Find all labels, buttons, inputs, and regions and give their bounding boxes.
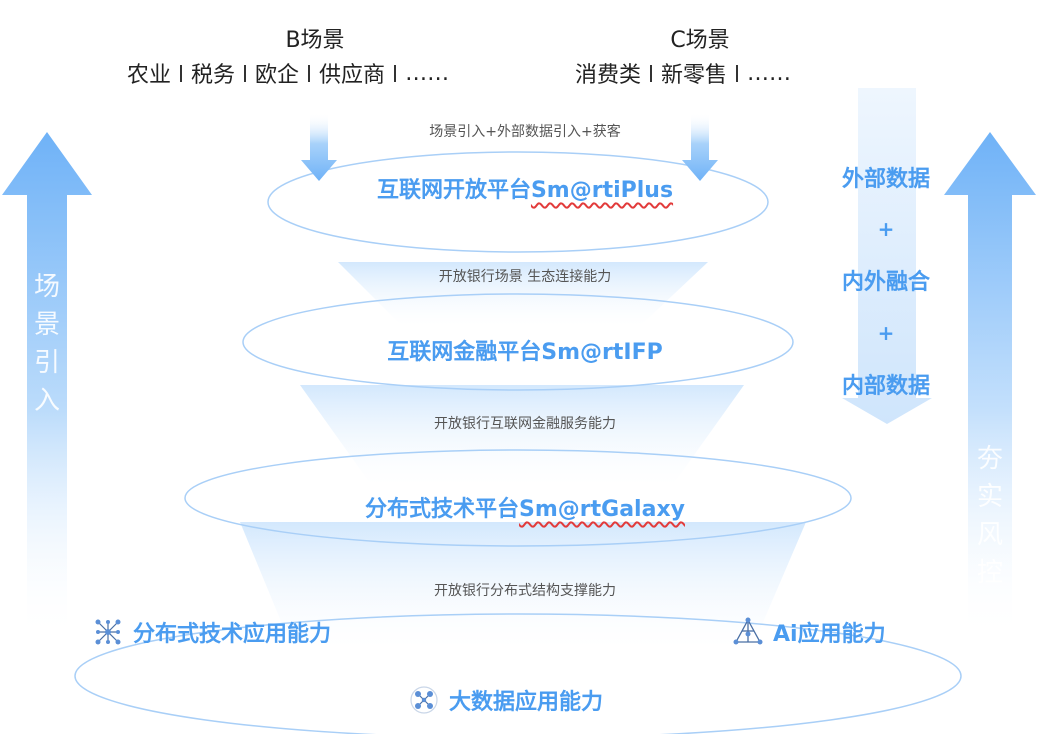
left-arrow-char: 景 (33, 310, 60, 340)
right-arrow-char: 实 (976, 482, 1003, 512)
network-nodes-icon (95, 619, 121, 645)
capability-label: 开放银行场景 生态连接能力 (438, 269, 612, 285)
b-scene-down-arrow (301, 113, 337, 181)
ellipse-finance-platform (242, 293, 794, 391)
external-data-label: 外部数据 (841, 167, 930, 192)
platform-open: 互联网开放平台Sm@rtiPlus (300, 172, 750, 204)
fusion-label: 内外融合 (841, 270, 930, 295)
ellipse-open-platform (267, 151, 769, 253)
b-scene-item: 农业 (127, 63, 172, 88)
distributed-capability-label: 分布式技术应用能力 (133, 622, 332, 647)
c-scene-item: 新零售 (661, 63, 728, 88)
c-scene-title: C场景 (670, 28, 730, 53)
left-up-arrow (2, 132, 92, 640)
right-arrow-char: 夯 (976, 444, 1003, 474)
separator (394, 64, 397, 82)
plus-sign: + (877, 321, 895, 345)
ai-capability-label: Ai应用能力 (773, 622, 886, 647)
b-scene-item: 欧企 (255, 63, 300, 88)
left-arrow-char: 场 (33, 272, 60, 302)
ellipse-distributed-platform (184, 449, 852, 547)
ai-triangle-icon (733, 617, 763, 645)
funnel-band-2 (300, 385, 744, 486)
capability-label: 开放银行分布式结构支撑能力 (434, 583, 616, 599)
platform-name: 分布式技术平台 (365, 497, 520, 522)
data-fusion-arrow (842, 88, 932, 424)
c-scene-items: 消费类 新零售 …… (575, 57, 791, 89)
left-arrow-char: 引 (33, 348, 60, 378)
ai-capability: Ai应用能力 (733, 616, 886, 648)
b-scene-item: 税务 (191, 63, 236, 88)
c-scene-item: …… (747, 60, 792, 86)
capability-label: 开放银行互联网金融服务能力 (434, 416, 616, 432)
platform-distributed: 分布式技术平台Sm@rtGalaxy (250, 491, 800, 523)
flow-label: 场景引入+外部数据引入+获客 (429, 124, 621, 140)
b-scene-item: …… (405, 60, 450, 86)
platform-brand: Sm@rtIFP (541, 340, 663, 365)
b-scene-item: 供应商 (319, 63, 386, 88)
right-arrow-text: 夯 实 风 控 (970, 440, 1010, 592)
c-scene-item: 消费类 (575, 63, 642, 88)
separator (650, 64, 653, 82)
separator (244, 64, 247, 82)
data-cluster-icon (410, 686, 438, 714)
b-scene-items: 农业 税务 欧企 供应商 …… (127, 57, 449, 89)
right-up-arrow (944, 132, 1036, 640)
c-scene-down-arrow (682, 113, 718, 181)
platform-finance: 互联网金融平台Sm@rtIFP (300, 334, 750, 366)
bigdata-capability-label: 大数据应用能力 (449, 690, 604, 715)
left-arrow-text: 场 景 引 入 (27, 268, 67, 420)
left-arrow-char: 入 (33, 386, 60, 416)
separator (308, 64, 311, 82)
right-arrow-char: 风 (976, 520, 1003, 550)
ellipse-foundation (74, 613, 962, 734)
platform-name: 互联网开放平台 (376, 178, 531, 203)
distributed-capability: 分布式技术应用能力 (93, 616, 331, 648)
platform-brand: Sm@rtGalaxy (519, 497, 685, 522)
b-scene-title: B场景 (285, 28, 345, 53)
platform-brand: Sm@rtiPlus (530, 178, 674, 203)
plus-sign: + (877, 217, 895, 241)
right-arrow-char: 控 (976, 558, 1003, 588)
platform-name: 互联网金融平台 (387, 340, 542, 365)
bigdata-capability: 大数据应用能力 (409, 684, 603, 716)
separator (736, 64, 739, 82)
separator (180, 64, 183, 82)
internal-data-label: 内部数据 (841, 374, 930, 399)
